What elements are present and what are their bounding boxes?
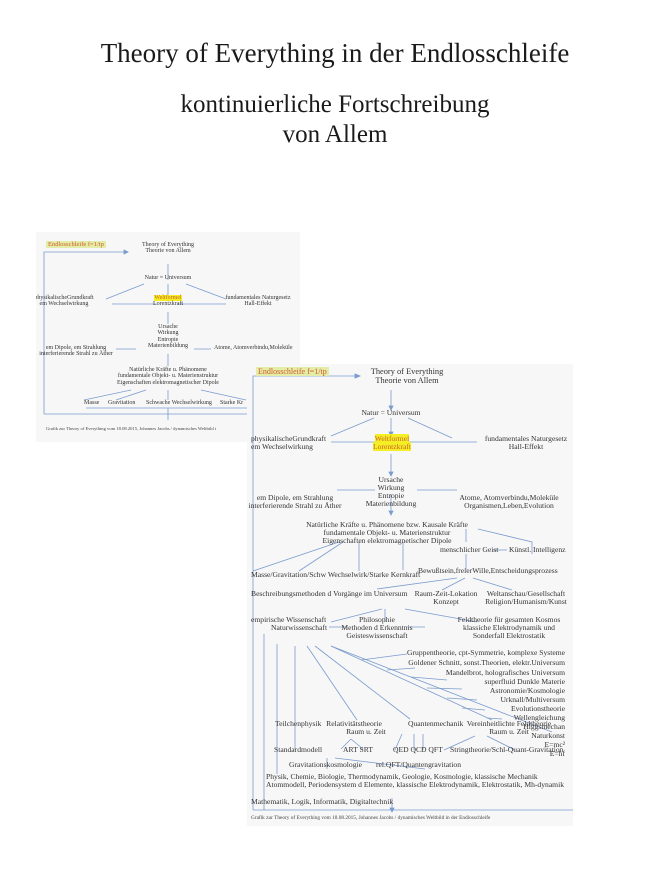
theory-item: E=hf [549,749,565,758]
string-node: Stringtheorie/Schl-Quant-Gravitation [450,745,564,754]
center-node: Weltformel Lorentzkraft [373,434,411,451]
ursache-node: Ursache Wirkung Entropie Materienbildung [365,475,417,508]
geist-node: menschlicher Geist [440,545,499,554]
raumzeit-node: Raum-Zeit-Lokation Konzept [414,589,478,606]
theory-item: E=mc² [544,740,565,749]
empirisch-node: empirische Wissenschaft Naturwissenschaf… [251,615,328,632]
right-node: fundamentales Naturgesetz Hall-Effekt [484,434,568,451]
subtitle-line-2: von Allem [282,121,388,148]
relqft-node: rel.QFT/Quantengravitation [376,760,461,769]
right-node: fundamentales Naturgesetz Hall-Effekt [225,295,291,308]
ursache-node: Ursache Wirkung Entropie Materienbildung [148,324,188,349]
beschreibung-node: Beschreibungsmethoden d Vorgänge im Univ… [251,589,408,598]
feldtheorie-node: Feldtheorie für gesamten Kosmos klassich… [457,615,561,640]
theory-item: Mandelbrot, holografisches Universum [445,668,565,677]
root-node: Theory of Everything Theorie von Allem [370,367,444,385]
page-title: Theory of Everything in der Endlosschlei… [100,38,570,68]
natur-node: Natur = Universum [144,275,192,281]
force-masse: Masse [84,400,100,406]
subtitle-line-1: kontinuierliche Fortschreibung [180,91,490,118]
forces-node: Masse/Gravitation/Schw Wechselwirk/Stark… [251,570,421,579]
atome-node: Atome, Atomverbindu,Moleküle Organismen,… [459,493,559,510]
kraefte-node: Natürliche Kräfte u. Phänomene fundament… [117,367,219,386]
force-starke: Starke Kr [220,400,244,406]
quanten-node: Quantenmechanik [408,719,464,728]
loop-label: Endlosschleife f=1/tp [46,241,106,248]
theory-item: Wellengleichung [513,713,565,722]
root-node: Theory of Everything Theorie von Allem [142,242,194,255]
large-caption: Grafik zur Theory of Everything vom 18.0… [251,815,491,821]
natur-node: Natur = Universum [361,408,421,417]
theory-item: Naturkonst [531,731,565,740]
theory-item: Higgsmechan [523,722,565,731]
philosophie-node: Philosophie Methoden d Erkenntnis Geiste… [341,615,413,640]
center-node: Weltformel Lorentzkraft [153,295,183,308]
standardmodell-node: Standardmodell [274,745,323,754]
dipole-node: em Dipole, em Strahlung interferierende … [248,493,342,510]
left-node: physikalischeGrundkraft em Wechselwirkun… [251,434,327,451]
theory-item: Evolutionstheorie [511,704,565,713]
theory-item: Goldener Schnitt, sonst.Theorien, elektr… [408,658,565,667]
mathe-node: Mathematik, Logik, Informatik, Digitalte… [251,797,394,806]
large-diagram-connectors [252,373,573,813]
gravkosmo-node: Gravitationskosmologie [289,760,362,769]
bewusstsein-node: Bewußtsein,freierWille,Entscheidungsproz… [418,566,558,575]
kraefte-node: Natürliche Kräfte u. Phänomene bzw. Kaus… [306,520,468,545]
page-subtitle: kontinuierliche Fortschreibung von Allem [0,90,670,150]
ki-node: Künstl. Intelligenz [509,545,566,554]
theory-item: Astronomie/Kosmologie [489,686,565,695]
teilchen-node: Teilchenphysik [275,719,322,728]
theory-item: superfluid Dunkle Materie [484,677,565,686]
atome-node: Atome, Atomverbindu,Moleküle [214,345,293,351]
force-gravitation: Gravitation [108,400,136,406]
force-schwache: Schwache Wechselwirkung [146,400,212,406]
loop-label: Endlosschleife f=1/tp [256,367,329,376]
left-node: physikalischeGrundkraft em Wechselwirkun… [36,295,94,308]
physik-node: Physik, Chemie, Biologie, Thermodynamik,… [266,772,564,789]
theory-item: Gruppentheorie, cpt-Symmetrie, komplexe … [407,648,565,657]
dipole-node: em Dipole, em Strahlung interferierende … [39,345,113,358]
large-diagram: Endlosschleife f=1/tp Theory of Everythi… [247,364,573,826]
small-diagram: Endlosschleife f=1/tp Theory of Everythi… [36,232,300,442]
relativ-node: Relativitätstheorie Raum u. Zeit [326,719,386,736]
vereinheit-node: Vereinheitlichte Feldtheorie Raum u. Zei… [466,719,552,736]
artsrt-node: ART SRT [343,745,373,754]
qed-node: QED QCD QFT [393,745,443,754]
weltanschau-node: Weltanschau/Gesellschaft Religion/Humani… [485,589,567,606]
theory-item: Urknall/Multiversum [500,695,565,704]
small-caption: Grafik zur Theory of Everything vom 18.0… [46,426,217,431]
